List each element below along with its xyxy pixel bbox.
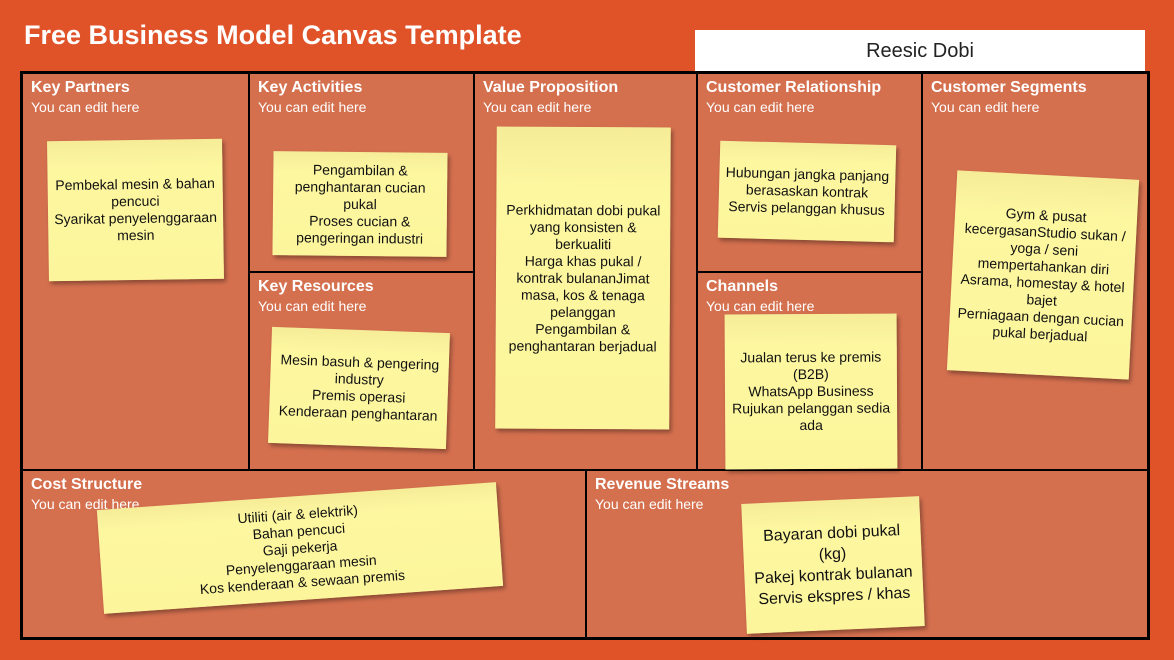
- note-line: Gym & pusat kecergasanStudio sukan / yog…: [964, 204, 1127, 278]
- note-line: Kenderaan penghantaran: [278, 402, 438, 424]
- block-title: Key Partners: [31, 79, 130, 96]
- note-line: Hubungan jangka panjang berasaskan kontr…: [725, 163, 890, 201]
- edit-hint: You can edit here: [706, 99, 815, 115]
- sticky-note-value-proposition[interactable]: Perkhidmatan dobi pukal yang konsisten &…: [495, 126, 671, 430]
- note-line: Proses cucian & pengeringan industri: [296, 211, 424, 247]
- sticky-note-revenue-streams[interactable]: Bayaran dobi pukal (kg) Pakej kontrak bu…: [741, 496, 925, 634]
- edit-hint: You can edit here: [258, 298, 367, 314]
- sticky-note-customer-segments[interactable]: Gym & pusat kecergasanStudio sukan / yog…: [946, 170, 1140, 380]
- block-title: Key Activities: [258, 79, 363, 96]
- key-resources-block[interactable]: Key Resources You can edit here: [250, 273, 475, 471]
- note-line: Servis pelanggan khusus: [728, 197, 885, 219]
- edit-hint: You can edit here: [31, 99, 140, 115]
- page-title: Free Business Model Canvas Template: [24, 20, 522, 50]
- block-title: Revenue Streams: [595, 476, 730, 493]
- revenue-streams-block[interactable]: Revenue Streams You can edit here: [587, 471, 1147, 637]
- note-line: Bayaran dobi pukal (kg): [762, 522, 901, 564]
- customer-relationship-block[interactable]: Customer Relationship You can edit here: [698, 74, 923, 273]
- key-partners-block[interactable]: Key Partners You can edit here: [23, 74, 250, 471]
- block-title: Cost Structure: [31, 476, 143, 493]
- sticky-note-customer-relationship[interactable]: Hubungan jangka panjang berasaskan kontr…: [717, 140, 897, 243]
- block-title: Channels: [706, 278, 779, 295]
- edit-hint: You can edit here: [931, 99, 1040, 115]
- block-title: Key Resources: [258, 278, 374, 295]
- edit-hint: You can edit here: [258, 99, 367, 115]
- edit-hint: You can edit here: [706, 298, 815, 314]
- customer-segments-block[interactable]: Customer Segments You can edit here: [923, 74, 1147, 471]
- note-line: Rujukan pelanggan sedia ada: [732, 399, 891, 434]
- note-line: Pengambilan & penghantaran berjadual: [508, 320, 657, 354]
- channels-block[interactable]: Channels You can edit here: [698, 273, 923, 471]
- note-line: WhatsApp Business: [748, 382, 874, 400]
- note-line: Pengambilan & penghantaran cucian pukal: [294, 161, 426, 212]
- note-line: Mesin basuh & pengering industry: [280, 351, 440, 388]
- note-line: Perkhidmatan dobi pukal yang konsisten &…: [506, 201, 661, 252]
- note-line: Jualan terus ke premis (B2B): [740, 348, 882, 383]
- block-title: Customer Segments: [931, 79, 1087, 96]
- key-activities-block[interactable]: Key Activities You can edit here: [250, 74, 475, 273]
- note-line: Harga khas pukal / kontrak bulananJimat …: [516, 252, 650, 320]
- sticky-note-key-activities[interactable]: Pengambilan & penghantaran cucian pukal …: [272, 151, 448, 257]
- sticky-note-key-partners[interactable]: Pembekal mesin & bahan pencuci Syarikat …: [47, 138, 224, 282]
- sticky-note-key-resources[interactable]: Mesin basuh & pengering industry Premis …: [268, 326, 450, 450]
- block-title: Customer Relationship: [706, 79, 882, 96]
- edit-hint: You can edit here: [483, 99, 592, 115]
- sticky-note-channels[interactable]: Jualan terus ke premis (B2B) WhatsApp Bu…: [724, 313, 898, 470]
- note-line: Syarikat penyelenggaraan mesin: [54, 208, 218, 244]
- note-line: Pembekal mesin & bahan pencuci: [55, 174, 216, 210]
- value-proposition-block[interactable]: Value Proposition You can edit here: [475, 74, 698, 471]
- block-title: Value Proposition: [483, 79, 619, 96]
- business-name-field[interactable]: Reesic Dobi: [695, 30, 1145, 73]
- edit-hint: You can edit here: [595, 496, 704, 512]
